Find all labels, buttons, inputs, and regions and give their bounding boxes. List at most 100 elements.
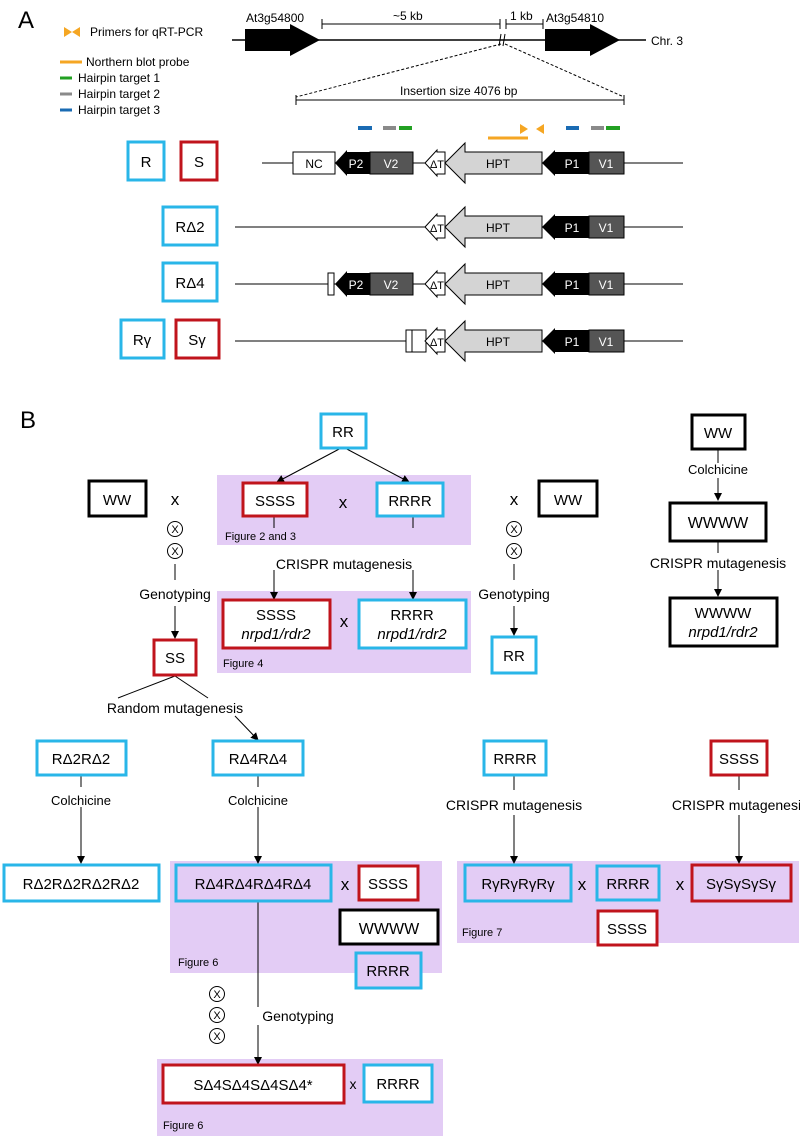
genotype-box-rd2 — [161, 205, 219, 247]
svg-text:RRRR: RRRR — [376, 1076, 419, 1093]
svg-text:ΔT: ΔT — [430, 223, 444, 235]
box-rrrr-mid — [482, 739, 548, 777]
svg-text:RR: RR — [503, 648, 525, 665]
segment-p1 — [542, 150, 589, 176]
legend-hairpin3: Hairpin target 3 — [78, 103, 160, 117]
gene-left-arrow — [245, 24, 320, 56]
gene-left-label: At3g54800 — [246, 11, 304, 25]
svg-text:NC: NC — [305, 157, 323, 171]
svg-text:CRISPR mutagenesis: CRISPR mutagenesis — [446, 797, 582, 813]
box-wwww-mutant — [668, 596, 779, 648]
svg-text:R: R — [141, 154, 152, 171]
svg-text:SSSS: SSSS — [255, 493, 295, 510]
expansion-right — [504, 43, 625, 98]
svg-text:SSSS: SSSS — [719, 751, 759, 768]
svg-text:P1: P1 — [565, 157, 580, 171]
svg-text:x: x — [510, 490, 519, 509]
construct-row-full: R S NC P2 V2 ΔT HPT P1 V1 — [126, 140, 683, 185]
svg-text:HPT: HPT — [486, 335, 511, 349]
svg-text:P2: P2 — [349, 278, 364, 292]
box-ssss-fig6 — [357, 864, 420, 902]
legend: Primers for qRT-PCR Northern blot probe … — [60, 25, 203, 117]
svg-text:Sγ: Sγ — [188, 332, 206, 349]
svg-text:WWWW: WWWW — [688, 515, 749, 532]
svg-text:RRRR: RRRR — [388, 493, 431, 510]
svg-text:SSSS: SSSS — [607, 921, 647, 938]
svg-text:X: X — [213, 1031, 221, 1043]
svg-text:RRRR: RRRR — [493, 751, 536, 768]
svg-text:X: X — [171, 524, 179, 536]
genotype-box-rd4 — [161, 261, 219, 303]
svg-text:SγSγSγSγ: SγSγSγSγ — [706, 876, 777, 893]
svg-text:V1: V1 — [599, 335, 614, 349]
svg-text:Random mutagenesis: Random mutagenesis — [107, 700, 243, 716]
svg-text:RΔ2RΔ2: RΔ2RΔ2 — [52, 751, 110, 768]
svg-text:ΔT: ΔT — [430, 280, 444, 292]
svg-text:HPT: HPT — [486, 221, 511, 235]
svg-text:nrpd1/rdr2: nrpd1/rdr2 — [241, 626, 311, 643]
svg-text:HPT: HPT — [486, 278, 511, 292]
box-rrrr-fig7 — [595, 864, 661, 902]
target-marks — [358, 124, 620, 140]
svg-text:RγRγRγRγ: RγRγRγRγ — [481, 876, 555, 893]
svg-text:x: x — [341, 875, 350, 894]
svg-text:Colchicine: Colchicine — [51, 793, 111, 808]
label-5kb: ~5 kb — [393, 9, 423, 23]
svg-text:nrpd1/rdr2: nrpd1/rdr2 — [377, 626, 447, 643]
primer-mark — [520, 124, 528, 134]
box-ww-left — [87, 479, 148, 518]
svg-text:WW: WW — [554, 492, 583, 509]
label-fig7: Figure 7 — [462, 927, 502, 939]
svg-text:RRRR: RRRR — [366, 963, 409, 980]
genotype-box-rg — [119, 318, 166, 360]
construct-row-rd4: RΔ4 P2 V2 ΔT HPT P1 V1 — [161, 261, 683, 306]
label-fig6-bottom: Figure 6 — [163, 1120, 203, 1132]
svg-text:x: x — [350, 1076, 357, 1092]
svg-text:P2: P2 — [349, 157, 364, 171]
box-ss — [152, 638, 198, 677]
box-rgx4 — [463, 863, 573, 903]
label-fig4: Figure 4 — [223, 658, 263, 670]
svg-text:P1: P1 — [565, 335, 580, 349]
label-fig6: Figure 6 — [178, 957, 218, 969]
label-fig23: Figure 2 and 3 — [225, 531, 296, 543]
svg-text:SΔ4SΔ4SΔ4SΔ4*: SΔ4SΔ4SΔ4SΔ4* — [193, 1077, 312, 1094]
svg-text:WWWW: WWWW — [359, 921, 420, 938]
svg-text:S: S — [194, 154, 204, 171]
svg-text:V1: V1 — [599, 221, 614, 235]
gene-right-arrow — [545, 24, 620, 56]
box-ssss-mutant — [221, 598, 332, 650]
svg-text:Genotyping: Genotyping — [478, 586, 550, 602]
svg-text:RΔ4: RΔ4 — [175, 275, 204, 292]
panel-b-label: B — [20, 407, 36, 434]
flow-connectors — [77, 446, 743, 1065]
svg-text:Colchicine: Colchicine — [688, 462, 748, 477]
box-rd2rd2 — [35, 739, 128, 777]
svg-text:P1: P1 — [565, 278, 580, 292]
legend-northern: Northern blot probe — [86, 55, 190, 69]
svg-text:SSSS: SSSS — [256, 607, 296, 624]
svg-text:RR: RR — [332, 424, 354, 441]
svg-text:Colchicine: Colchicine — [228, 793, 288, 808]
box-rrrr-fig23 — [375, 481, 445, 518]
svg-text:nrpd1/rdr2: nrpd1/rdr2 — [688, 624, 758, 641]
box-rd4rd4 — [211, 739, 305, 777]
svg-text:Genotyping: Genotyping — [262, 1008, 334, 1024]
box-ww-right — [537, 479, 599, 518]
svg-text:x: x — [340, 612, 349, 631]
segment-v2 — [369, 151, 414, 175]
svg-text:WW: WW — [704, 425, 733, 442]
box-sd4x4 — [161, 1063, 346, 1105]
legend-primers: Primers for qRT-PCR — [90, 25, 203, 39]
expansion-left — [295, 43, 502, 98]
svg-text:SS: SS — [165, 650, 185, 667]
box-rr-top — [319, 412, 368, 450]
svg-text:V2: V2 — [384, 157, 399, 171]
box-rd4x4 — [174, 863, 333, 903]
construct-row-gamma: Rγ Sγ ΔT HPT P1 V1 — [119, 318, 683, 363]
box-wwww — [668, 501, 768, 543]
svg-text:X: X — [213, 1010, 221, 1022]
svg-text:ΔT: ΔT — [430, 337, 444, 349]
